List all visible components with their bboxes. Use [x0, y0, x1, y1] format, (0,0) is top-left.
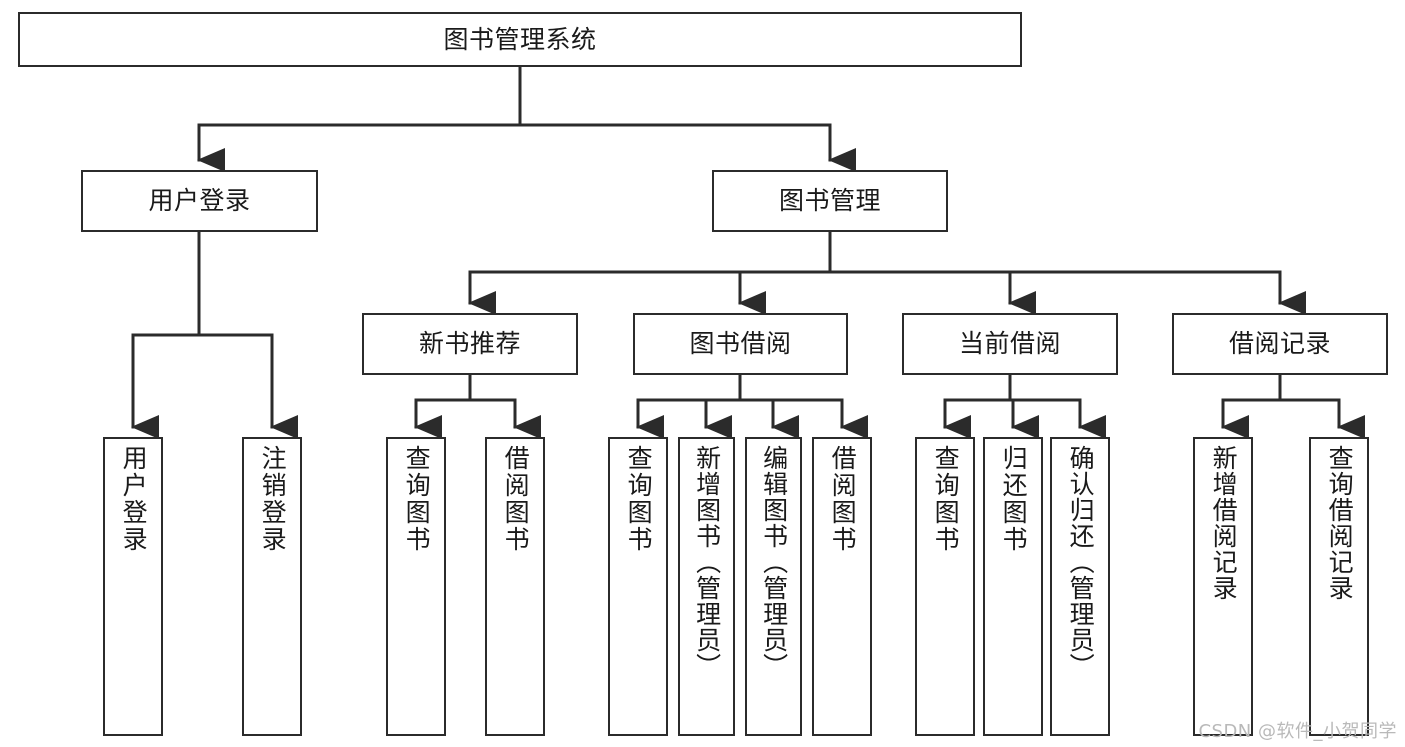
watermark-text: CSDN @软件_小贺同学 [1198, 721, 1397, 742]
leaf-query-books-current[interactable]: 查询图书 [915, 437, 975, 736]
leaf-query-borrow-record[interactable]: 查询借阅记录 [1309, 437, 1369, 736]
node-book-borrow[interactable]: 图书借阅 [633, 313, 848, 375]
node-label: 新增图书（管理员） [692, 445, 722, 679]
node-label: 编辑图书（管理员） [759, 445, 789, 679]
node-label: 查询图书 [624, 445, 654, 553]
node-label: 图书借阅 [689, 329, 792, 358]
leaf-confirm-return-admin[interactable]: 确认归还（管理员） [1050, 437, 1110, 736]
leaf-borrow-books[interactable]: 借阅图书 [812, 437, 872, 736]
node-label: 新增借阅记录 [1209, 445, 1239, 601]
node-label: 借阅记录 [1228, 329, 1331, 358]
leaf-return-books[interactable]: 归还图书 [983, 437, 1043, 736]
leaf-user-login[interactable]: 用户登录 [103, 437, 163, 736]
node-label: 借阅图书 [501, 445, 531, 553]
node-label: 当前借阅 [958, 329, 1061, 358]
leaf-logout[interactable]: 注销登录 [242, 437, 302, 736]
node-label: 用户登录 [119, 445, 149, 553]
node-label: 借阅图书 [828, 445, 858, 553]
leaf-query-books-borrow[interactable]: 查询图书 [608, 437, 668, 736]
node-label: 用户登录 [148, 186, 251, 215]
node-new-book-recommend[interactable]: 新书推荐 [362, 313, 578, 375]
node-label: 归还图书 [999, 445, 1029, 553]
node-label: 查询借阅记录 [1325, 445, 1355, 601]
leaf-borrow-books-recommend[interactable]: 借阅图书 [485, 437, 545, 736]
node-label: 图书管理系统 [443, 24, 597, 54]
node-label: 查询图书 [402, 445, 432, 553]
node-label: 确认归还（管理员） [1066, 445, 1096, 679]
node-label: 注销登录 [258, 445, 288, 553]
leaf-add-book-admin[interactable]: 新增图书（管理员） [678, 437, 735, 736]
node-root-system[interactable]: 图书管理系统 [18, 12, 1022, 67]
node-user-login-module[interactable]: 用户登录 [81, 170, 318, 232]
node-borrow-records[interactable]: 借阅记录 [1172, 313, 1388, 375]
node-current-borrow[interactable]: 当前借阅 [902, 313, 1118, 375]
leaf-add-borrow-record[interactable]: 新增借阅记录 [1193, 437, 1253, 736]
leaf-edit-book-admin[interactable]: 编辑图书（管理员） [745, 437, 802, 736]
leaf-query-books-recommend[interactable]: 查询图书 [386, 437, 446, 736]
node-label: 查询图书 [931, 445, 961, 553]
node-label: 图书管理 [778, 186, 881, 215]
node-book-management-module[interactable]: 图书管理 [712, 170, 948, 232]
node-label: 新书推荐 [418, 329, 521, 358]
